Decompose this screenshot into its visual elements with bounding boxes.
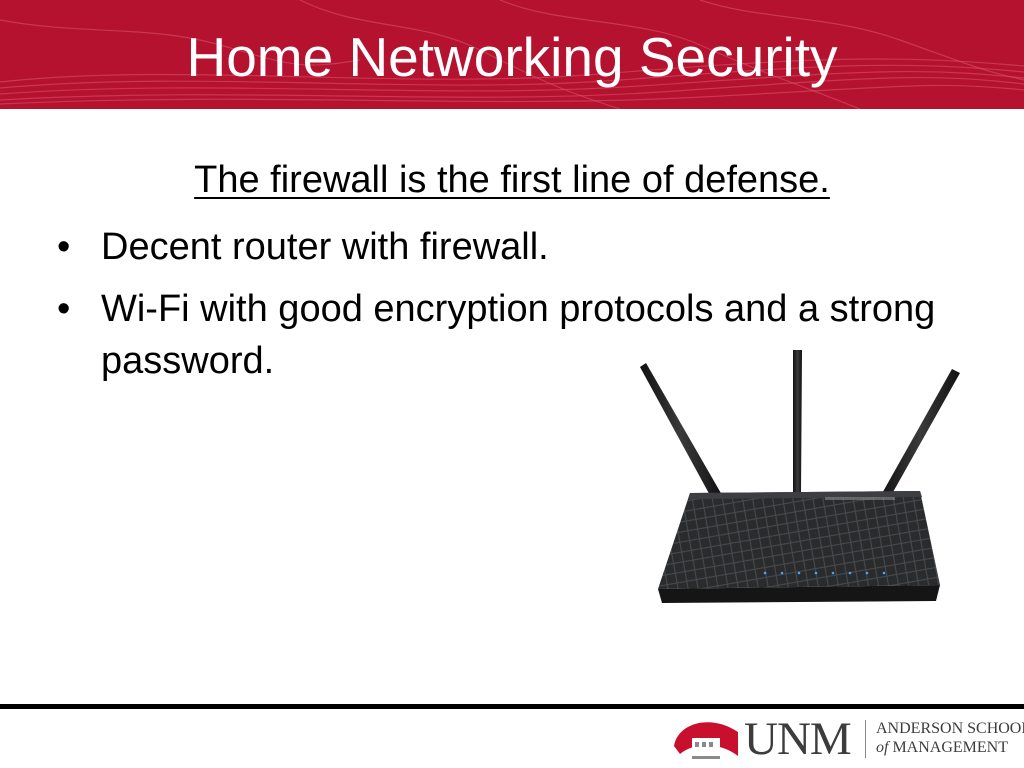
router-antenna-left — [640, 363, 722, 499]
unm-arch-icon — [674, 722, 738, 759]
logo-school-name: ANDERSON SCHOOL — [876, 720, 1024, 737]
footer-divider — [0, 704, 1024, 709]
bullet-text: Wi-Fi with good encryption protocols and… — [101, 288, 936, 382]
unm-anderson-logo: UNM ANDERSON SCHOOL of MANAGEMENT — [672, 712, 1024, 765]
title-banner: Home Networking Security — [0, 0, 1024, 109]
logo-of-text: of — [876, 739, 889, 756]
logo-divider — [865, 720, 866, 758]
bullet-marker: • — [57, 226, 71, 268]
bullet-item: • Wi-Fi with good encryption protocols a… — [57, 283, 977, 387]
logo-management-text: MANAGEMENT — [888, 739, 1008, 756]
router-body — [658, 491, 940, 589]
router-image — [640, 350, 960, 603]
bullet-text: Decent router with firewall. — [101, 226, 549, 268]
logo-school-subname: of MANAGEMENT — [876, 739, 1008, 757]
bullet-item: • Decent router with firewall. — [57, 221, 977, 273]
banner-swirl-pattern — [0, 0, 1024, 109]
logo-unm-text: UNM — [744, 713, 852, 765]
bullet-list: • Decent router with firewall. • Wi-Fi w… — [57, 221, 977, 397]
slide-subtitle: The firewall is the first line of defens… — [194, 159, 830, 201]
slide-title: Home Networking Security — [186, 26, 838, 88]
bullet-marker: • — [57, 288, 71, 330]
router-antenna-right — [880, 369, 960, 501]
router-antenna-center — [793, 350, 802, 493]
